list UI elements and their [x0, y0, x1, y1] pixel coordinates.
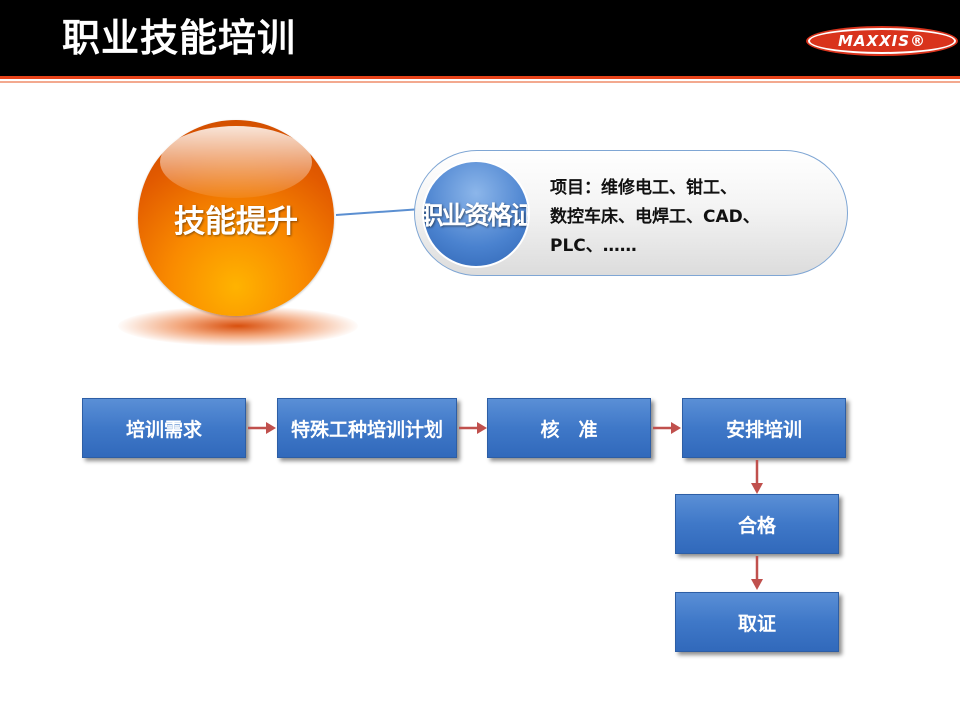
orb-to-cert-connector	[335, 208, 420, 216]
header-bar: 职业技能培训 MAXXIS®	[0, 0, 960, 76]
flow-step-qualified: 合格	[675, 494, 839, 554]
flow-step-training-demand: 培训需求	[82, 398, 246, 458]
arrow-right-icon	[653, 420, 681, 436]
certificate-circle: 职业资格证	[422, 160, 530, 268]
arrow-right-icon	[248, 420, 276, 436]
page-title: 职业技能培训	[62, 16, 297, 60]
flow-step-arrange-training: 安排培训	[682, 398, 846, 458]
orb-gloss	[160, 126, 312, 198]
header-divider-primary	[0, 76, 960, 79]
cert-project-list: 项目：维修电工、钳工、 数控车床、电焊工、CAD、 PLC、……	[550, 174, 830, 261]
arrow-down-icon	[749, 460, 765, 494]
arrow-down-icon	[749, 556, 765, 590]
certificate-label: 职业资格证	[422, 201, 530, 230]
flow-step-certification: 取证	[675, 592, 839, 652]
flow-step-approval: 核 准	[487, 398, 651, 458]
maxxis-logo: MAXXIS®	[808, 28, 956, 54]
flow-step-special-training-plan: 特殊工种培训计划	[277, 398, 457, 458]
cert-project-line-3: PLC、……	[550, 236, 637, 256]
cert-project-line-2: 数控车床、电焊工、CAD、	[550, 207, 760, 227]
skill-upgrade-circle: 技能提升	[138, 120, 334, 316]
cert-project-line-1: 项目：维修电工、钳工、	[550, 178, 737, 198]
arrow-right-icon	[459, 420, 487, 436]
skill-upgrade-label: 技能提升	[174, 203, 298, 240]
header-divider-secondary	[0, 81, 960, 83]
logo-text: MAXXIS®	[837, 32, 927, 50]
